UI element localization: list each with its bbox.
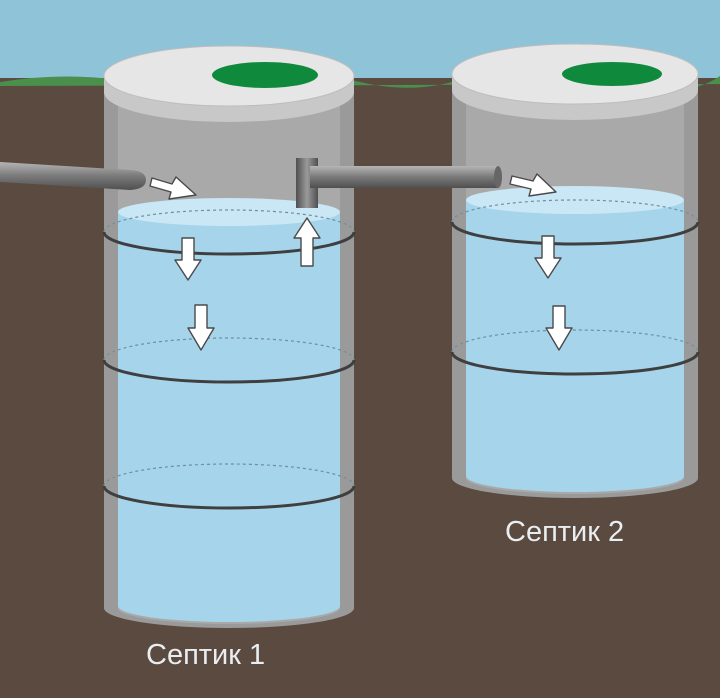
- flow-arrows: [149, 173, 573, 351]
- flow-arrow-icon: [534, 235, 562, 279]
- flow-arrow-icon: [149, 176, 197, 200]
- tank-2-water: [466, 200, 684, 492]
- hatch-icon: [212, 62, 318, 88]
- connecting-pipe: [310, 166, 498, 188]
- tank-1-label: Септик 1: [146, 639, 266, 671]
- tank-1-ring-3: [102, 485, 356, 510]
- flow-arrow-icon: [545, 305, 573, 351]
- flow-arrow-icon: [509, 173, 557, 197]
- flow-arrow-icon: [174, 237, 202, 281]
- tank-2-label: Септик 2: [505, 516, 625, 548]
- tank-1-ring-2: [102, 359, 356, 384]
- tank-2: [450, 43, 700, 498]
- hatch-icon: [562, 62, 662, 86]
- flow-arrow-icon: [187, 304, 215, 351]
- inlet-pipe-icon: [0, 162, 146, 190]
- tank-1: [102, 45, 356, 628]
- flow-arrow-icon: [293, 217, 321, 267]
- tank-1-ring-1: [102, 231, 356, 256]
- tank-2-ring-2: [450, 351, 700, 376]
- tank-1-water: [118, 212, 340, 622]
- tank-2-ring-1: [450, 221, 700, 246]
